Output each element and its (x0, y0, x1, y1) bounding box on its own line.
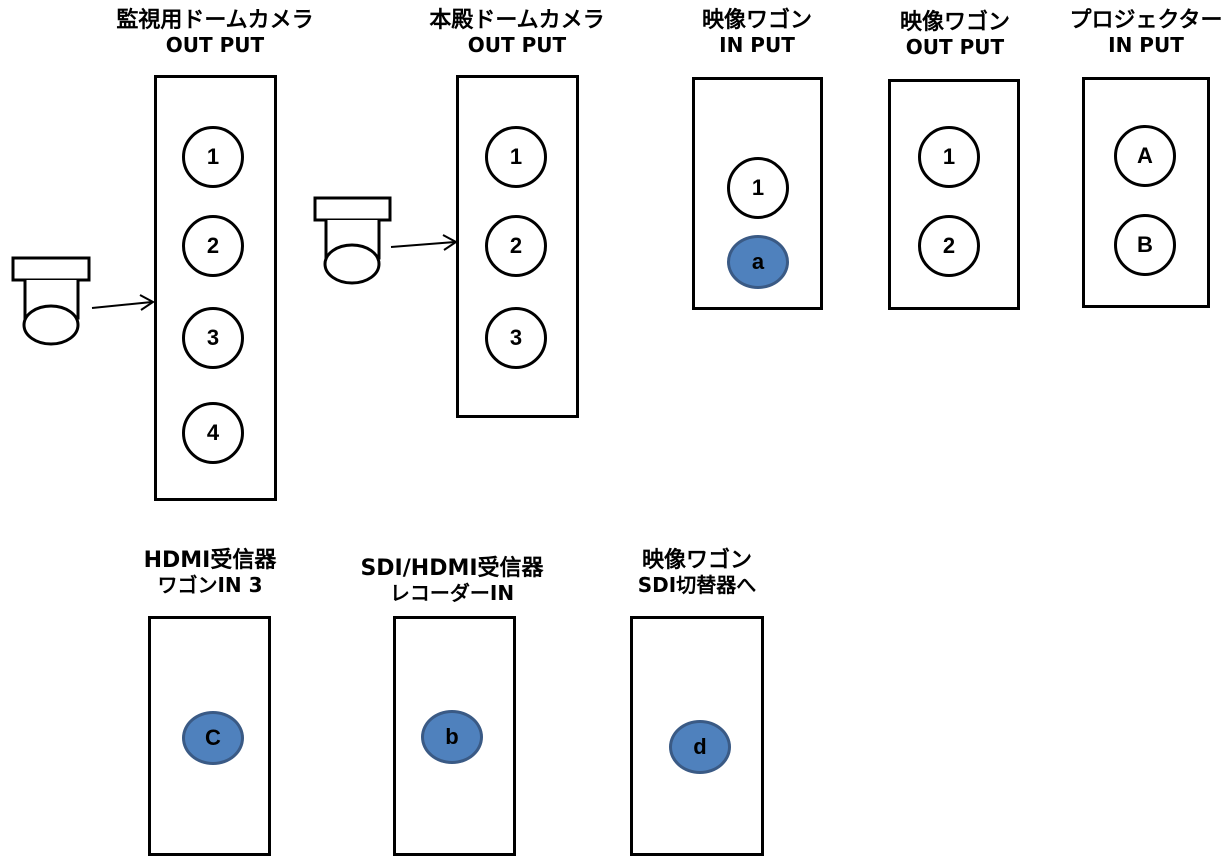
port-A[interactable]: A (1114, 125, 1176, 187)
connector-panel: 1 2 (888, 79, 1020, 310)
arrow-icon (390, 234, 458, 251)
port-1[interactable]: 1 (918, 126, 980, 188)
panel-title: 本殿ドームカメラ OUT PUT (429, 8, 605, 57)
panel-title: HDMI受信器 ワゴンIN 3 (143, 548, 277, 597)
panel-title: 映像ワゴン OUT PUT (899, 10, 1011, 59)
dome-camera-icon (313, 196, 392, 285)
panel-title: SDI/HDMI受信器 レコーダーIN (360, 556, 544, 605)
connector-panel: C (148, 616, 271, 856)
port-2[interactable]: 2 (918, 215, 980, 277)
port-1[interactable]: 1 (485, 126, 547, 188)
port-1[interactable]: 1 (727, 157, 789, 219)
connector-panel: 1 2 3 (456, 75, 579, 418)
port-a[interactable]: a (727, 235, 789, 289)
port-4[interactable]: 4 (182, 402, 244, 464)
panel-title: 監視用ドームカメラ OUT PUT (116, 8, 314, 57)
panel-title: 映像ワゴン SDI切替器へ (637, 548, 757, 597)
port-3[interactable]: 3 (485, 307, 547, 369)
connector-panel: d (630, 616, 764, 856)
port-B[interactable]: B (1114, 214, 1176, 276)
connector-panel: 1 a (692, 77, 823, 310)
port-3[interactable]: 3 (182, 307, 244, 369)
connector-panel: A B (1082, 77, 1210, 308)
dome-camera-icon (11, 256, 91, 346)
connector-panel: b (393, 616, 516, 856)
port-C[interactable]: C (182, 711, 244, 765)
arrow-icon (91, 294, 155, 311)
port-d[interactable]: d (669, 720, 731, 774)
port-b[interactable]: b (421, 710, 483, 764)
connector-panel: 1 2 3 4 (154, 75, 277, 501)
port-1[interactable]: 1 (182, 126, 244, 188)
panel-title: プロジェクター IN PUT (1069, 8, 1223, 57)
panel-title: 映像ワゴン IN PUT (701, 8, 813, 57)
port-2[interactable]: 2 (182, 215, 244, 277)
port-2[interactable]: 2 (485, 215, 547, 277)
